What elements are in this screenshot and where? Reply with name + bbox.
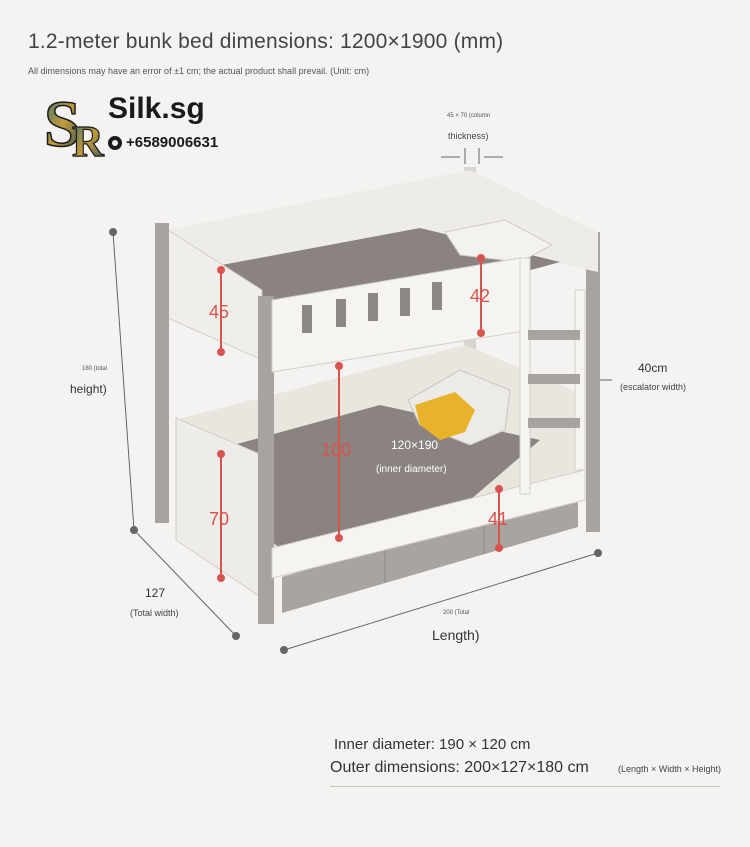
width-label: (Total width) <box>130 608 179 618</box>
logo-brand: Silk.sg <box>108 92 205 125</box>
front-left-post <box>155 223 169 523</box>
trundle-value: 41 <box>488 509 509 529</box>
height-dimension-line <box>112 231 135 531</box>
inner-diameter-summary: Inner diameter: 190 × 120 cm <box>334 736 531 753</box>
summary-divider <box>330 786 720 787</box>
length-label: Length) <box>432 627 480 643</box>
svg-text:S: S <box>44 88 81 160</box>
ladder-guard-value: 42 <box>470 286 491 306</box>
back-right-post <box>586 232 600 532</box>
column-thickness-small: 45 × 70 (column <box>447 113 491 119</box>
inner-dimension-value: 120×190 <box>391 438 439 452</box>
height-label: height) <box>70 382 107 396</box>
front-right-post <box>258 296 274 624</box>
guard-height-value: 45 <box>209 302 230 322</box>
page-subtitle: All dimensions may have an error of ±1 c… <box>28 66 370 76</box>
length-small: 200 (Total <box>443 610 470 616</box>
clearance-value: 100 <box>321 440 352 460</box>
page-title: 1.2-meter bunk bed dimensions: 1200×1900… <box>28 30 504 53</box>
width-value: 127 <box>145 586 166 600</box>
dimension-order-note: (Length × Width × Height) <box>618 764 722 774</box>
logo-phone-row: +6589006631 <box>108 134 218 151</box>
yellow-pillow <box>415 392 475 440</box>
outer-dimensions-summary: Outer dimensions: 200×127×180 cm <box>330 759 589 776</box>
column-thickness-label: thickness) <box>448 131 489 141</box>
escalator-value: 40cm <box>638 361 668 375</box>
logo-mark: S R <box>43 87 105 160</box>
inner-dimension-label: (inner diameter) <box>376 464 447 475</box>
length-dimension-line <box>283 552 599 651</box>
width-dimension-line <box>133 529 237 637</box>
logo-phone: +6589006631 <box>126 134 219 151</box>
height-small: 180 (total <box>82 366 108 372</box>
lower-guard-value: 70 <box>209 509 230 529</box>
ladder <box>519 257 586 495</box>
escalator-label: (escalator width) <box>620 382 687 392</box>
svg-text:R: R <box>72 117 105 160</box>
whatsapp-icon <box>108 135 122 150</box>
